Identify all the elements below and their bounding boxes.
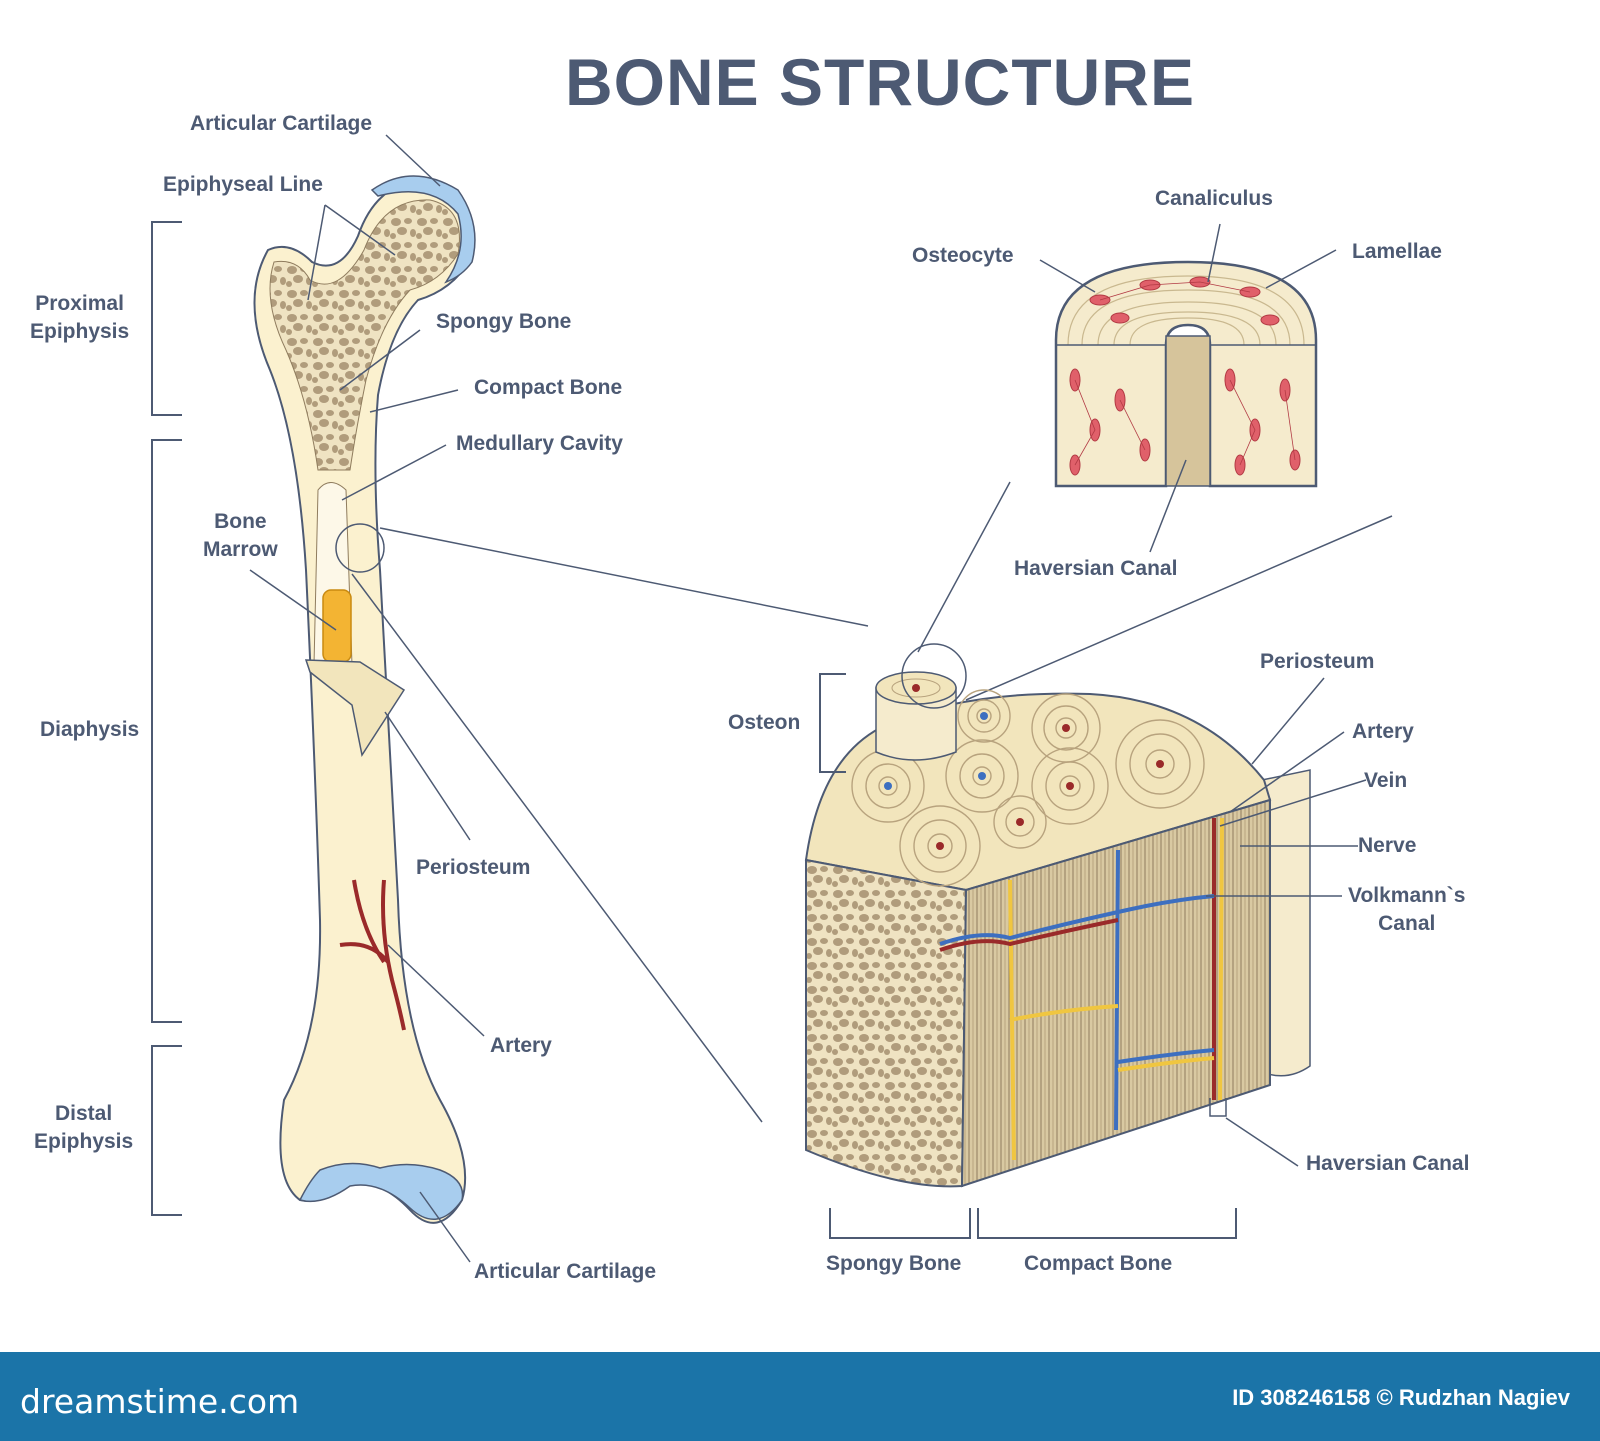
label-compact-bone-bottom: Compact Bone xyxy=(1024,1252,1173,1275)
block-brackets xyxy=(819,673,1237,1239)
footer-id: ID 308246158 © Rudzhan Nagiev xyxy=(1232,1385,1570,1410)
articular-cartilage-top xyxy=(370,175,476,284)
label-distal-epiphysis: Distal Epiphysis xyxy=(34,1102,134,1153)
shaft-artery xyxy=(339,879,406,1031)
block-leader-lines xyxy=(1206,677,1367,1167)
osteon-leader-lines xyxy=(917,223,1393,701)
long-bone xyxy=(253,175,476,1224)
label-bone-marrow: Bone Marrow xyxy=(203,510,278,561)
label-articular-cartilage-top: Articular Cartilage xyxy=(190,112,373,135)
label-nerve: Nerve xyxy=(1358,834,1417,857)
label-periosteum-right: Periosteum xyxy=(1260,650,1375,673)
label-haversian-canal-bottom: Haversian Canal xyxy=(1306,1152,1470,1175)
label-artery-right: Artery xyxy=(1352,720,1414,743)
label-compact-bone-left: Compact Bone xyxy=(474,376,623,399)
label-proximal-epiphysis: Proximal Epiphysis xyxy=(30,292,130,343)
label-vein: Vein xyxy=(1364,769,1408,792)
label-osteocyte: Osteocyte xyxy=(912,244,1014,267)
label-articular-cartilage-bottom: Articular Cartilage xyxy=(474,1260,657,1283)
label-spongy-bone-bottom: Spongy Bone xyxy=(826,1252,962,1275)
spongy-head xyxy=(269,199,460,471)
label-canaliculus: Canaliculus xyxy=(1155,187,1273,210)
articular-cartilage-bottom xyxy=(298,1162,464,1221)
label-diaphysis: Diaphysis xyxy=(40,718,140,741)
label-spongy-bone-left: Spongy Bone xyxy=(436,310,572,333)
label-artery-left: Artery xyxy=(490,1034,552,1057)
osteon-detail xyxy=(1054,260,1318,488)
label-osteon: Osteon xyxy=(728,711,801,734)
label-medullary-cavity: Medullary Cavity xyxy=(456,432,623,455)
left-leader-lines xyxy=(249,134,869,1263)
bone-marrow xyxy=(322,589,352,663)
label-periosteum-left: Periosteum xyxy=(416,856,531,879)
region-brackets xyxy=(151,221,182,1216)
bone-diagram xyxy=(151,134,1393,1263)
label-haversian-canal-top: Haversian Canal xyxy=(1014,557,1178,580)
page-title: BONE STRUCTURE xyxy=(564,45,1195,119)
label-epiphyseal-line: Epiphyseal Line xyxy=(163,173,323,196)
footer-site: dreamstime.com xyxy=(20,1382,300,1421)
label-lamellae: Lamellae xyxy=(1352,240,1442,263)
footer-bar xyxy=(0,1352,1600,1441)
label-volkmanns-canal: Volkmann`s Canal xyxy=(1348,884,1466,935)
bone-block xyxy=(804,643,1311,1188)
